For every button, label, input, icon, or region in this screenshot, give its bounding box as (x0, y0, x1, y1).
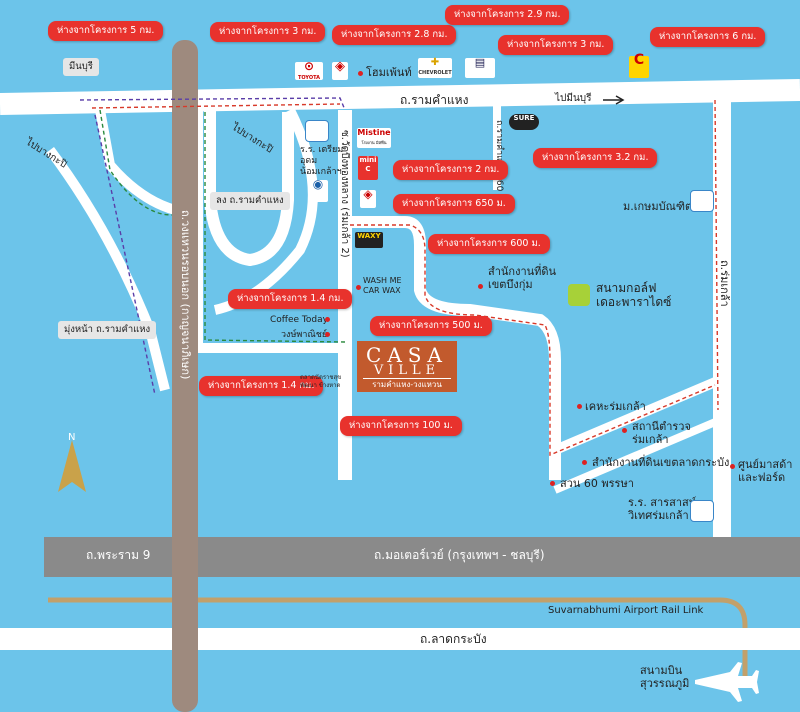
route-purple (79, 97, 346, 111)
road-label-motorway: ถ.มอเตอร์เวย์ (กรุงเทพฯ - ชลบุรี) (374, 548, 545, 562)
road-label-to-ramkhamhaeng: มุ่งหน้า ถ.รามคำแหง (58, 321, 157, 339)
road-label-kanchanaphisek: ถ.วงแหวนรอบนอก (กาญจนาภิเษก) (179, 210, 192, 380)
place-dot (622, 428, 627, 433)
place-home-paint: โฮมเพ้นท์ (366, 66, 412, 79)
place-coffee-today: Coffee Today (270, 315, 328, 325)
road-label-airport-rail: Suvarnabhumi Airport Rail Link (548, 605, 704, 616)
compass-icon (58, 440, 86, 492)
place-dot (325, 332, 330, 337)
road-loop-a (204, 110, 294, 267)
route-red-b (350, 224, 716, 457)
road-label-rom-klao: ถ.ร่มเกล้า (718, 260, 731, 307)
project-name-top: CASA (366, 343, 448, 367)
svg-text:N: N (68, 432, 75, 443)
university-icon (690, 190, 714, 212)
place-suan-60: สวน 60 พรรษา (560, 477, 634, 490)
place-kasem-bundit: ม.เกษมบัณฑิต (623, 200, 693, 213)
road-motorway (44, 537, 800, 577)
callout-distance-4: ห่างจากโครงการ 2.9 กม. (445, 5, 570, 25)
place-sarasas-school: ร.ร. สารสาสน์ วิเทศร่มเกล้า (628, 496, 697, 522)
road-ramp-left-inner (95, 109, 177, 215)
callout-distance-12: ห่างจากโครงการ 500 ม. (370, 316, 492, 336)
callout-distance-8: ห่างจากโครงการ 2 กม. (393, 160, 509, 180)
road-label-rama9: ถ.พระราม 9 (86, 548, 151, 562)
callout-distance-2: ห่างจากโครงการ 3 กม. (210, 22, 326, 42)
callout-distance-6: ห่างจากโครงการ 6 กม. (650, 27, 766, 47)
route-green-b (204, 112, 346, 343)
golf-icon (568, 284, 590, 306)
arrow-to-minburi-head (615, 95, 625, 105)
place-wong-panich: วงษ์พาณิชย์ (281, 330, 328, 340)
airplane-icon (695, 662, 759, 702)
place-dot (358, 71, 363, 76)
road-label-soi-wat-bueng: ซ.วัดบึงทองหลาง (ร่มเกล้า 2) (339, 130, 350, 258)
place-golf-paradise: สนามกอล์ฟ เดอะพาราไดซ์ (596, 281, 672, 309)
place-mazda-ford-center: ศูนย์มาสด้า และฟอร์ด (738, 458, 793, 484)
road-label-to-minburi: ไปมีนบุรี (555, 93, 592, 104)
place-police-rom-klao: สถานีตำรวจ ร่มเกล้า (632, 420, 691, 446)
mini-c-logo: mini C (358, 156, 378, 180)
road-lat-krabang (0, 628, 800, 650)
sure-logo: SURE (509, 114, 539, 130)
place-dot (550, 481, 555, 486)
school-icon (305, 120, 329, 142)
road-label-down-ramkhamhaeng: ลง ถ.รามคำแหง (210, 192, 290, 210)
place-dot (582, 460, 587, 465)
big-c-logo: C (629, 53, 649, 78)
place-khet-rom-klao: เคหะร่มเกล้า (585, 400, 646, 413)
school-icon-2 (690, 500, 714, 522)
rail-airport-link (48, 597, 748, 680)
place-market: ตลาดนัดราชสุข พัฒนา ข้างหาด (300, 374, 342, 389)
route-red (91, 103, 341, 109)
road-khet-rom-klao (550, 375, 722, 470)
waxy-logo: WAXY (355, 232, 383, 248)
place-dot (478, 284, 483, 289)
bangchak-logo: ◉ (308, 178, 328, 202)
road-kanchanaphisek (172, 40, 198, 712)
project-name-bottom: VILLE (373, 363, 441, 378)
callout-distance-1: ห่างจากโครงการ 5 กม. (48, 21, 164, 41)
place-land-office-bueng-kum: สำนักงานที่ดิน เขตบึงกุ่ม (488, 265, 557, 291)
road-label-lat-krabang: ถ.ลาดกระบัง (420, 632, 487, 646)
toyota-logo: ⊙TOYOTA (295, 60, 323, 81)
project-subtitle: รามคำแหง-วงแหวน (363, 378, 451, 390)
place-dot (356, 285, 361, 290)
road-ramp-left (45, 147, 170, 392)
callout-distance-11: ห่างจากโครงการ 1.4 กม. (228, 289, 353, 309)
chevrolet-logo: ✚CHEVROLET (418, 57, 452, 78)
place-dot (577, 404, 582, 409)
callout-distance-9: ห่างจากโครงการ 650 ม. (393, 194, 515, 214)
place-suvarnabhumi-airport: สนามบิน สุวรรณภูมิ (640, 664, 690, 690)
road-label-minburi: มีนบุรี (63, 58, 99, 76)
ptt-logo: ◈ (332, 60, 348, 80)
road-label-ram-160: ถ.รามคำแหง 160 (494, 120, 504, 192)
callout-distance-10: ห่างจากโครงการ 600 ม. (428, 234, 550, 254)
road-khet-rom-klao-b (553, 416, 722, 494)
callout-distance-7: ห่างจากโครงการ 3.2 กม. (533, 148, 658, 168)
place-triam-udom: ร.ร. เตรียม อุดม น้อมเกล้าฯ (300, 145, 344, 177)
route-green (99, 109, 173, 216)
callout-distance-3: ห่างจากโครงการ 2.8 กม. (332, 25, 457, 45)
callout-distance-13: ห่างจากโครงการ 1.4 กม. (199, 376, 324, 396)
callout-distance-14: ห่างจากโครงการ 100 ม. (340, 416, 462, 436)
place-dot (325, 317, 330, 322)
road-ramkhamhaeng (0, 79, 800, 115)
place-dot (730, 464, 735, 469)
route-red-c (714, 99, 719, 411)
place-wash-me: WASH ME CAR WAX (363, 276, 402, 295)
ptt-logo-2: ◈ (360, 188, 376, 208)
bank-logo: ▤ (465, 57, 495, 78)
callout-distance-5: ห่างจากโครงการ 3 กม. (498, 35, 614, 55)
place-land-office-lat-krabang: สำนักงานที่ดินเขตลาดกระบัง (592, 456, 730, 469)
route-purple-b (94, 114, 156, 396)
road-label-ramkhamhaeng: ถ.รามคำแหง (400, 93, 469, 107)
project-casa-ville: CASA VILLE รามคำแหง-วงแหวน (357, 341, 457, 392)
